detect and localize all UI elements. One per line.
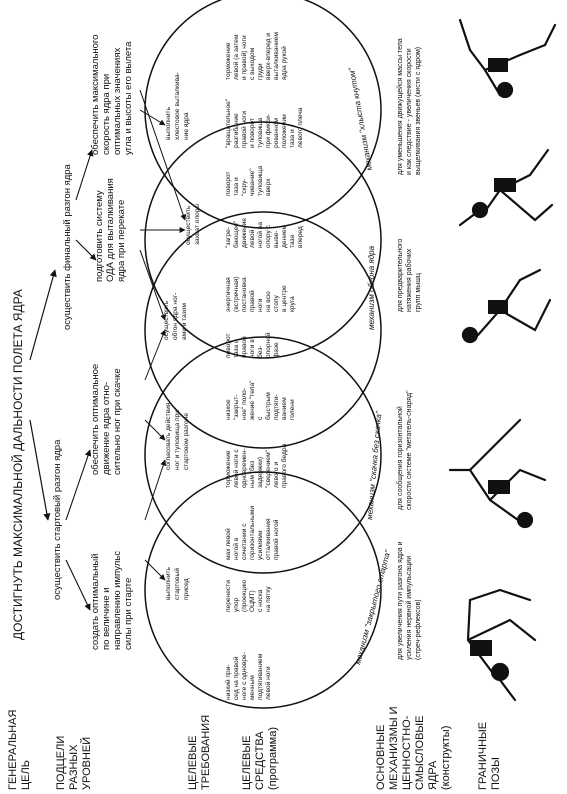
subgoal-impulse: создать оптимальный по величине и направ… — [90, 548, 134, 650]
subgoal-max-speed: обеспечить максимального скорость ядра п… — [90, 32, 134, 155]
row-label-general: ГЕНЕРАЛЬНАЯ ЦЕЛЬ — [7, 707, 32, 790]
caption-4: для уменьшения движущейся массы тела и к… — [396, 36, 422, 175]
means-5: низкое "закрыт- ное" поло- жение "тела" … — [225, 379, 296, 420]
athlete-pose-3-icon — [461, 268, 552, 344]
athlete-pose-2-icon — [448, 418, 547, 529]
row-label-poses: ГРАНИЧНЫЕ ПОЗЫ — [477, 719, 502, 790]
goal-arrows — [29, 269, 57, 521]
means-10: "вращательное" разгибание правой ноги и … — [225, 97, 304, 148]
subgoal-final: осуществить финальный разгон ядра — [62, 163, 73, 330]
row-label-requirements: ЦЕЛЕВЫЕ ТРЕБОВАНИЯ — [187, 715, 212, 790]
means-3: мах левой ногой в сочетании с горизонтал… — [224, 504, 280, 560]
req-start-squat: выполнить стартовый присед — [165, 565, 190, 600]
req-grip-support: осуществить захват опоры — [185, 204, 201, 245]
circle-5 — [144, 0, 382, 229]
subgoal-arrows — [65, 149, 97, 611]
circle-4 — [144, 121, 382, 359]
mechanism-captions: для увеличения пути разгона ядра и усиле… — [396, 36, 422, 661]
mechanism-closed-start: механизм "закрытого старта" — [353, 548, 393, 665]
req-overtake-shot: осуществить обгон ядра ног- ами и тазом — [163, 291, 188, 340]
circle-2 — [144, 336, 382, 574]
means-11: торможение левой (а затем и правой) ноги… — [225, 30, 288, 80]
subgoals-level2: создать оптимальный по величине и направ… — [90, 32, 134, 650]
req-coordinate-legs-torso: согласовать действия ног и туловища при … — [164, 401, 190, 470]
requirements: выполнить стартовый присед согласовать д… — [163, 70, 201, 600]
athlete-pose-4-icon — [458, 148, 554, 227]
caption-3: для предварительного натяжения рабочих г… — [397, 237, 422, 312]
requirement-arrows — [139, 89, 187, 581]
subgoal-prepare-oda: подготовить систему ОДА для выталкивания… — [94, 176, 127, 282]
subgoal-start: осуществить стартовый разгон ядра — [52, 439, 63, 600]
means-8: "загре- бающее" движение левой ногой на … — [225, 216, 304, 248]
row-headers: ГЕНЕРАЛЬНАЯ ЦЕЛЬ ПОДЦЕЛИ РАЗНЫХ УРОВНЕЙ … — [7, 703, 502, 790]
means-6: поворот таза и правой ноги в без- опорно… — [225, 331, 280, 358]
means-7: энергичная (встречная) постановка правой… — [225, 275, 296, 312]
mechanism-overtake: механизм обгона ядра — [367, 245, 376, 330]
means-4: торможение левой ноги с одновремен- ным … — [225, 444, 288, 488]
row-label-subgoals: ПОДЦЕЛИ РАЗНЫХ УРОВНЕЙ — [55, 733, 93, 790]
boundary-poses — [448, 18, 557, 702]
circle-1 — [144, 471, 382, 709]
athlete-pose-1-icon — [466, 588, 537, 702]
mechanisms: механизм "закрытого старта" механизм "ск… — [347, 66, 393, 666]
means-9: поворот таза и "скру- чивание" туловища … — [225, 164, 272, 196]
general-goal: ДОСТИГНУТЬ МАКСИМАЛЬНОЙ ДАЛЬНОСТИ ПОЛЕТА… — [10, 289, 25, 640]
row-label-means: ЦЕЛЕВЫЕ СРЕДСТВА (программа) — [241, 727, 279, 790]
subgoal-motion-relative-legs: обеспечить оптимальное движение ядра отн… — [90, 361, 123, 475]
means-2: перенести упор (проекцию ОЦМТ) с носка н… — [225, 578, 272, 612]
mechanism-whip: механизм "хлыста кнутом" — [347, 66, 374, 171]
caption-1: для увеличения пути разгона ядра и усиле… — [397, 540, 422, 661]
circle-3 — [144, 211, 382, 449]
requirement-circles — [144, 0, 382, 709]
athlete-pose-5-icon — [458, 18, 557, 99]
means-1: низкий при- сед на правой ноге с одновре… — [224, 650, 272, 700]
req-whip-push: выполнить хлестовое выталкива- ние ядра — [165, 70, 190, 140]
row-label-mechanisms: ОСНОВНЫЕ МЕХАНИЗМЫ И ЦЕННОСТНО- СМЫСЛОВЫ… — [375, 703, 452, 790]
means: низкий при- сед на правой ноге с одновре… — [224, 30, 304, 700]
caption-2: для сообщения горизонтальной скорости си… — [396, 390, 413, 510]
